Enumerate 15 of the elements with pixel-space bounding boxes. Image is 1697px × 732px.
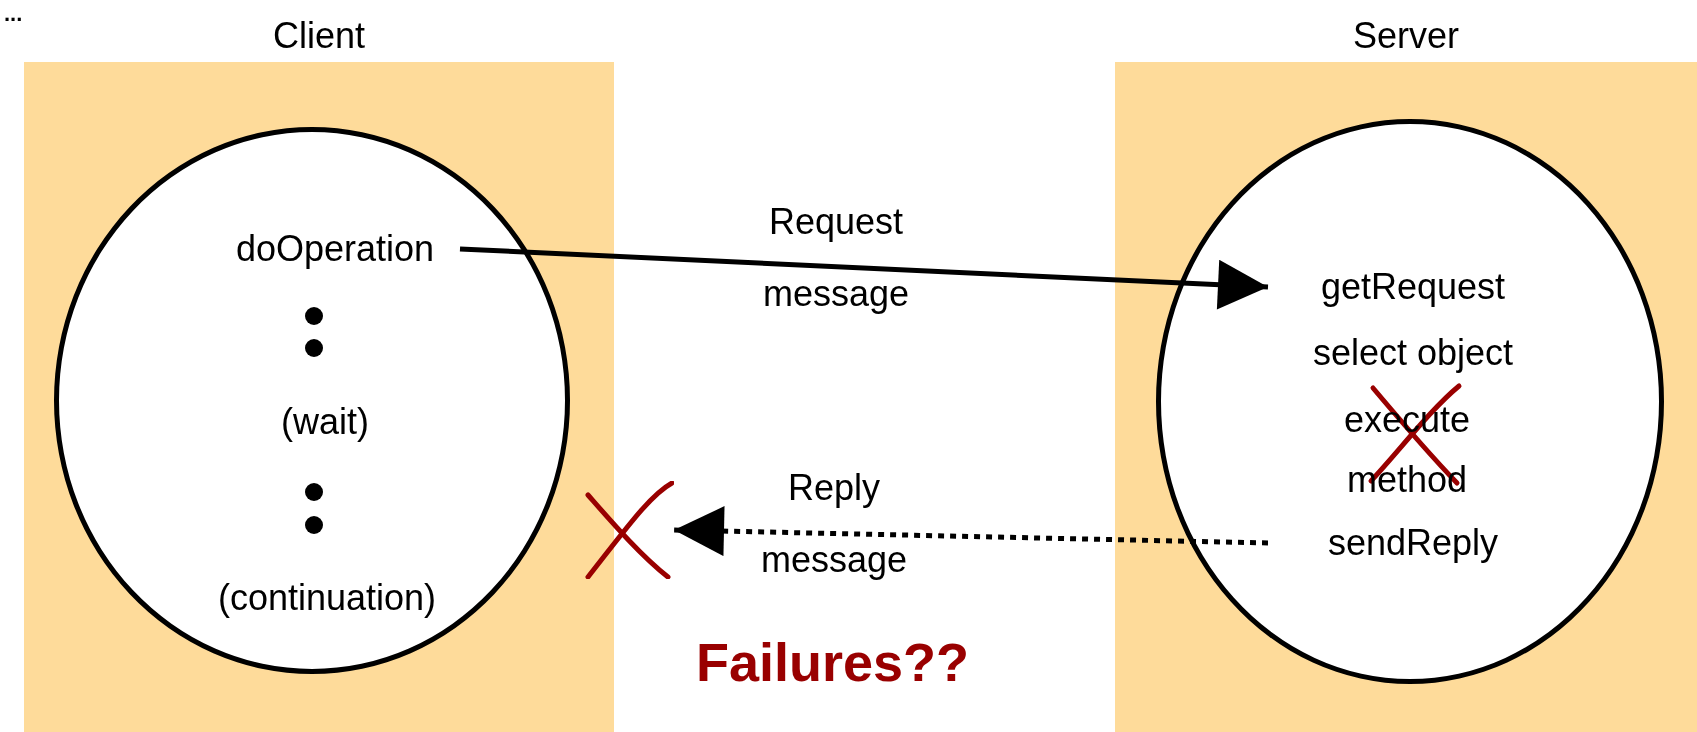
- step-text: sendReply: [1268, 519, 1558, 567]
- step-text: select object: [1268, 329, 1558, 377]
- edge-label: Request message: [761, 200, 911, 316]
- cross-mark-icon: [584, 481, 674, 579]
- failures-heading: Failures??: [696, 632, 970, 692]
- arrow: [459, 246, 1269, 310]
- step-text: doOperation: [210, 225, 460, 273]
- step-text: (wait): [225, 398, 425, 446]
- panel-heading: Client: [271, 16, 366, 56]
- step-text: getRequest: [1268, 263, 1558, 311]
- edge-label: Reply message: [759, 466, 909, 582]
- arrow: [673, 506, 1269, 557]
- ellipsis-text: ...: [4, 0, 23, 28]
- panel-heading: Server: [1352, 16, 1460, 56]
- step-text: (continuation): [190, 574, 464, 622]
